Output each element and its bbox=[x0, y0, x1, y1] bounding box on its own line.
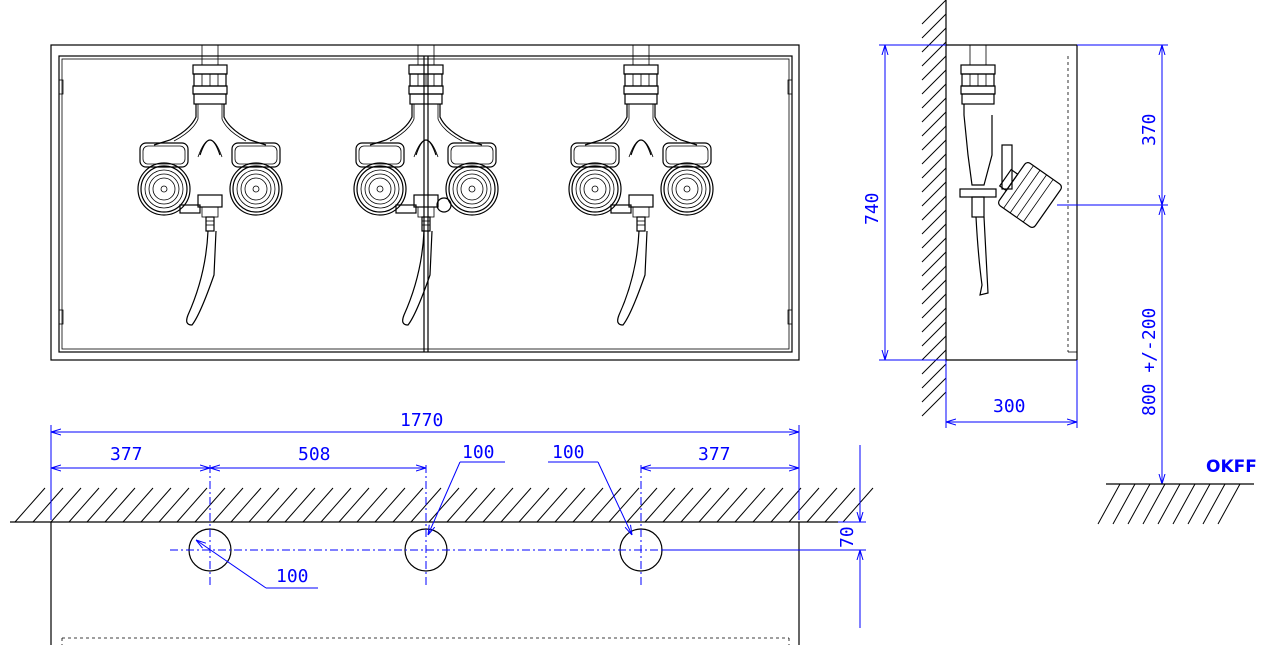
plan-dimensions bbox=[50, 425, 866, 628]
floor-reference-label: OKFF bbox=[1206, 457, 1257, 477]
dim-overall-width: 1770 bbox=[400, 410, 443, 431]
dim-cabinet-depth: 300 bbox=[993, 396, 1026, 417]
dim-right-offset: 377 bbox=[698, 444, 731, 465]
dim-left-offset: 377 bbox=[110, 444, 143, 465]
side-dimensions bbox=[879, 44, 1168, 484]
side-view bbox=[921, 0, 1078, 417]
dim-cabinet-height: 740 bbox=[862, 192, 883, 225]
front-view-cabinet bbox=[50, 44, 800, 361]
dim-upper-height: 370 bbox=[1139, 113, 1160, 146]
dim-hole-bottom: 100 bbox=[276, 566, 309, 587]
dim-wall-offset: 70 bbox=[837, 526, 858, 548]
floor-hatch-icon bbox=[1097, 483, 1254, 525]
dim-hole-top-left: 100 bbox=[462, 442, 495, 463]
faucet-assembly-icon bbox=[137, 44, 714, 326]
dim-spacing: 508 bbox=[298, 444, 331, 465]
dim-hole-top-right: 100 bbox=[552, 442, 585, 463]
dim-floor-height: 800 +/-200 bbox=[1139, 308, 1160, 416]
wall-hatch-icon bbox=[921, 0, 947, 417]
plan-view bbox=[10, 465, 874, 645]
